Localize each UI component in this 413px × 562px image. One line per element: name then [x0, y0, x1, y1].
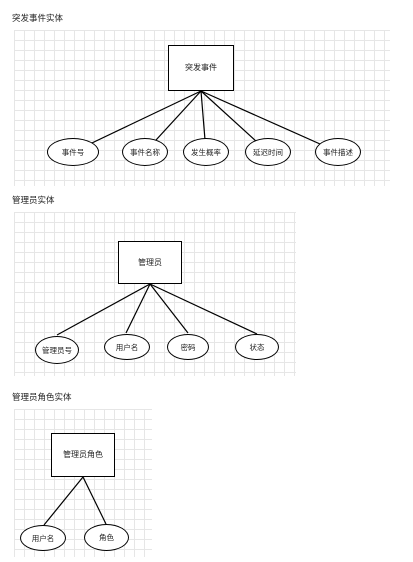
connector-line	[56, 283, 151, 336]
connector-line	[72, 90, 202, 153]
connector-line	[82, 476, 107, 525]
attr-event-name[interactable]: 事件名称	[122, 138, 168, 166]
entity-box-emergency[interactable]: 突发事件	[168, 45, 234, 91]
entity-box-admin-role[interactable]: 管理员角色	[51, 433, 115, 477]
connector-line	[149, 283, 258, 335]
connector-line	[125, 283, 151, 334]
section-title-emergency: 突发事件实体	[12, 14, 64, 24]
connector-line	[200, 90, 339, 153]
entity-box-admin[interactable]: 管理员	[118, 241, 182, 284]
attr-event-id[interactable]: 事件号	[47, 138, 99, 166]
attr-probability[interactable]: 发生概率	[183, 138, 229, 166]
attr-delay-time[interactable]: 延迟时间	[245, 138, 291, 166]
attr-role[interactable]: 角色	[84, 524, 129, 551]
section-title-admin: 管理员实体	[12, 196, 55, 206]
attr-password[interactable]: 密码	[167, 334, 209, 360]
attr-event-desc[interactable]: 事件描述	[315, 138, 361, 166]
attr-role-username[interactable]: 用户名	[20, 525, 66, 551]
section-title-admin-role: 管理员角色实体	[12, 393, 72, 403]
attr-status[interactable]: 状态	[235, 334, 279, 360]
connector-line	[43, 476, 84, 526]
attr-username[interactable]: 用户名	[104, 334, 150, 360]
connector-line	[149, 283, 189, 334]
attr-admin-id[interactable]: 管理员号	[35, 336, 79, 364]
